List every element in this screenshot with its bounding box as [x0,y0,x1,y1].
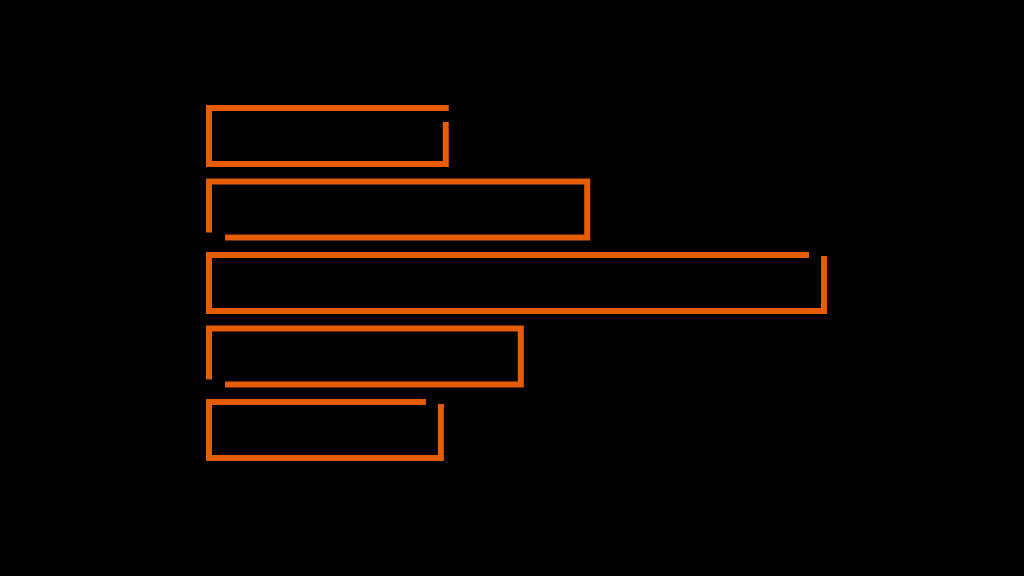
bar-outline-4 [206,325,524,388]
bar-outline-2 [206,178,591,241]
bar-outline-5 [206,399,444,461]
bar-outline-1 [206,105,449,167]
bars-group [206,105,827,461]
bar-outline-3 [206,252,827,314]
